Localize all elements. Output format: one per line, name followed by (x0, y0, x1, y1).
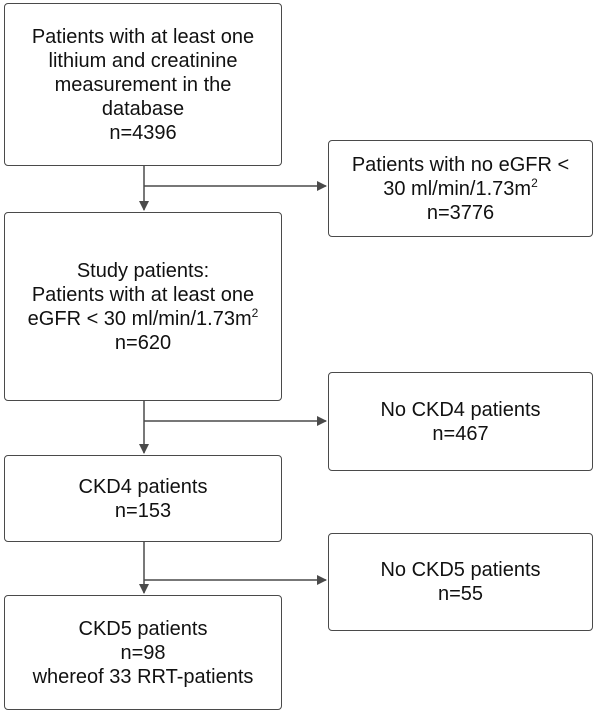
no-egfr-box: Patients with no eGFR < 30 ml/min/1.73m2… (328, 140, 593, 237)
ckd4-box: CKD4 patients n=153 (4, 455, 282, 542)
no-ckd5-box: No CKD5 patients n=55 (328, 533, 593, 631)
study-line-3-text: eGFR < 30 ml/min/1.73m (27, 307, 252, 330)
all-patients-line-3: measurement in the (54, 73, 232, 96)
all-patients-line-1: Patients with at least one (31, 25, 255, 48)
study-line-2: Patients with at least one (31, 283, 255, 306)
study-patients-box: Study patients: Patients with at least o… (4, 212, 282, 401)
ckd5-label: CKD5 patients (78, 617, 208, 640)
all-patients-line-2: lithium and creatinine (48, 49, 238, 72)
study-line-3: eGFR < 30 ml/min/1.73m2 (28, 307, 259, 331)
ckd5-note: whereof 33 RRT-patients (32, 665, 254, 688)
no-ckd4-count: n=467 (432, 422, 489, 445)
no-ckd5-label: No CKD5 patients (380, 559, 541, 581)
no-egfr-superscript: 2 (531, 175, 538, 190)
no-ckd5-count: n=55 (437, 583, 484, 605)
no-egfr-line-1: Patients with no eGFR < (351, 153, 570, 176)
all-patients-count: n=4396 (109, 121, 177, 144)
ckd5-count: n=98 (120, 641, 166, 664)
study-count: n=620 (114, 331, 172, 354)
all-patients-box: Patients with at least one lithium and c… (4, 3, 282, 166)
study-line-1: Study patients: (76, 259, 210, 282)
ckd4-count: n=153 (114, 499, 172, 522)
no-ckd4-label: No CKD4 patients (380, 398, 541, 421)
no-egfr-line-2-text: 30 ml/min/1.73m (383, 177, 532, 200)
no-egfr-line-2: 30 ml/min/1.73m2 (383, 177, 538, 201)
no-ckd4-box: No CKD4 patients n=467 (328, 372, 593, 471)
all-patients-line-4: database (101, 97, 185, 120)
study-superscript: 2 (251, 305, 259, 320)
no-egfr-count: n=3776 (426, 201, 495, 224)
ckd4-label: CKD4 patients (78, 475, 208, 498)
ckd5-box: CKD5 patients n=98 whereof 33 RRT-patien… (4, 595, 282, 710)
